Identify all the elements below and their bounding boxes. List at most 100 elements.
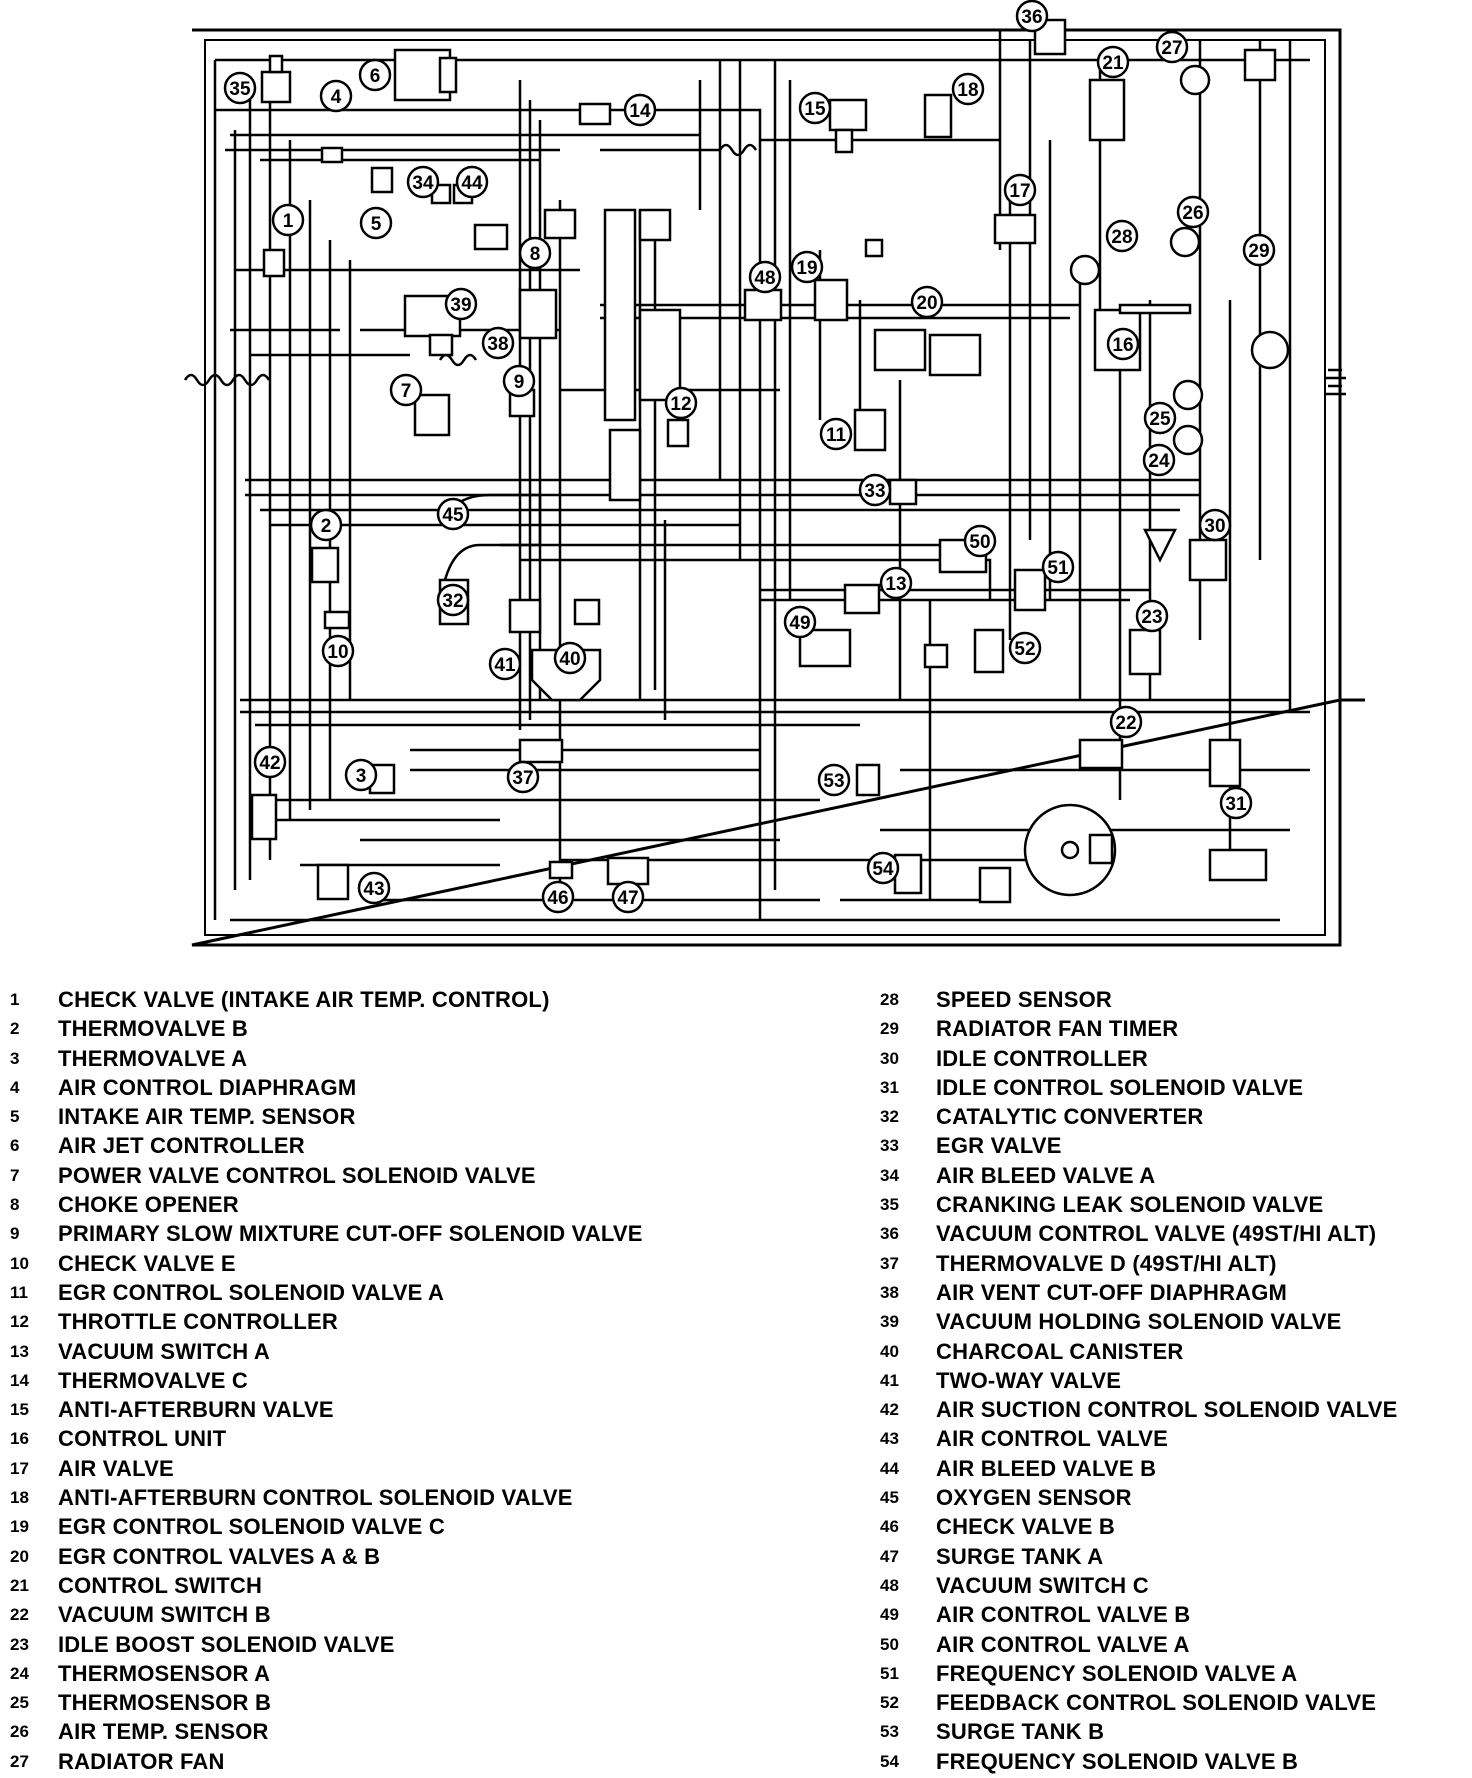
legend-item-number: 20 [10, 1546, 29, 1566]
callout-circle [1096, 45, 1130, 79]
callout-27: 27 [1155, 30, 1189, 64]
legend-item-number: 25 [10, 1693, 29, 1713]
legend-item-number: 48 [880, 1575, 899, 1595]
legend-item-label: IDLE CONTROLLER [936, 1045, 1148, 1071]
legend-item: 18 ANTI-AFTERBURN CONTROL SOLENOID VALVE [0, 1483, 860, 1512]
callout-circle [444, 287, 478, 321]
legend-item-number: 16 [10, 1429, 29, 1449]
callout-10: 10 [321, 634, 355, 668]
callout-22: 22 [1109, 705, 1143, 739]
legend-item-label: AIR BLEED VALVE B [936, 1455, 1157, 1481]
callout-circle [506, 760, 540, 794]
legend-item-number: 24 [10, 1663, 29, 1683]
legend-item: 21 CONTROL SWITCH [0, 1571, 860, 1600]
callout-19: 19 [790, 250, 824, 284]
legend-item-label: SURGE TANK A [936, 1543, 1104, 1569]
legend-item-number: 12 [10, 1312, 29, 1332]
legend-item-number: 36 [880, 1224, 899, 1244]
callout-number: 43 [363, 879, 384, 900]
callout-circle [858, 473, 892, 507]
callout-circle [309, 508, 343, 542]
legend-item-number: 3 [10, 1048, 20, 1068]
legend-item-number: 18 [10, 1488, 29, 1508]
legend-item-number: 38 [880, 1282, 899, 1302]
callout-circle [1109, 705, 1143, 739]
callout-circle [1176, 195, 1210, 229]
callout-circle [866, 851, 900, 885]
callout-circle [359, 206, 393, 240]
legend-item-label: CONTROL SWITCH [58, 1572, 263, 1598]
callout-number: 1 [283, 211, 294, 232]
callout-number: 12 [670, 394, 691, 415]
legend-item-label: ANTI-AFTERBURN CONTROL SOLENOID VALVE [58, 1485, 573, 1511]
legend-item-number: 33 [880, 1136, 899, 1156]
callout-circle [271, 203, 305, 237]
callout-number: 31 [1225, 794, 1247, 815]
callout-29: 29 [1242, 233, 1276, 267]
callout-number: 46 [547, 888, 568, 909]
callout-16: 16 [1106, 327, 1140, 361]
legend-item-number: 43 [880, 1429, 899, 1449]
legend-item-label: VACUUM HOLDING SOLENOID VALVE [936, 1309, 1342, 1335]
callout-26: 26 [1176, 195, 1210, 229]
legend-item-label: AIR CONTROL VALVE B [936, 1602, 1191, 1628]
callout-circle [1041, 550, 1075, 584]
callout-number: 45 [442, 505, 464, 526]
callout-5: 5 [359, 206, 393, 240]
legend-item-label: AIR BLEED VALVE A [936, 1162, 1156, 1188]
legend-item-number: 28 [880, 990, 899, 1009]
callout-number: 51 [1047, 558, 1069, 579]
callout-number: 7 [401, 381, 412, 402]
legend-item-number: 29 [880, 1019, 899, 1039]
callout-13: 13 [879, 566, 913, 600]
legend-item-number: 11 [10, 1282, 28, 1302]
callout-number: 3 [356, 766, 367, 787]
callout-46: 46 [541, 880, 575, 914]
callout-circle [481, 326, 515, 360]
callout-circle [1008, 631, 1042, 665]
callout-49: 49 [783, 605, 817, 639]
legend-item-number: 1 [10, 990, 20, 1009]
legend-item-label: FREQUENCY SOLENOID VALVE B [936, 1748, 1299, 1774]
legend-item-number: 37 [880, 1253, 899, 1273]
callout-40: 40 [553, 641, 587, 675]
legend-item-number: 30 [880, 1048, 899, 1068]
callout-number: 26 [1182, 203, 1203, 224]
legend-item-number: 53 [880, 1722, 899, 1742]
legend-item-number: 19 [10, 1517, 29, 1537]
legend-item-number: 8 [10, 1195, 20, 1215]
legend-item-number: 46 [880, 1517, 899, 1537]
legend-item-number: 21 [10, 1575, 29, 1595]
legend-item-label: THERMOVALVE B [58, 1016, 249, 1042]
legend-item-number: 4 [10, 1077, 20, 1097]
callout-45: 45 [436, 497, 470, 531]
callout-circle [436, 583, 470, 617]
legend-item-number: 34 [880, 1165, 899, 1185]
legend-item-number: 17 [10, 1458, 29, 1478]
callout-circle [798, 91, 832, 125]
legend-item-label: VACUUM SWITCH C [936, 1572, 1149, 1598]
callout-circle [1003, 173, 1037, 207]
callout-43: 43 [357, 871, 391, 905]
callout-circle [783, 605, 817, 639]
callout-number: 52 [1014, 639, 1035, 660]
callout-circle [910, 285, 944, 319]
callout-number: 21 [1102, 53, 1124, 74]
legend-item-label: CATALYTIC CONVERTER [936, 1104, 1204, 1130]
